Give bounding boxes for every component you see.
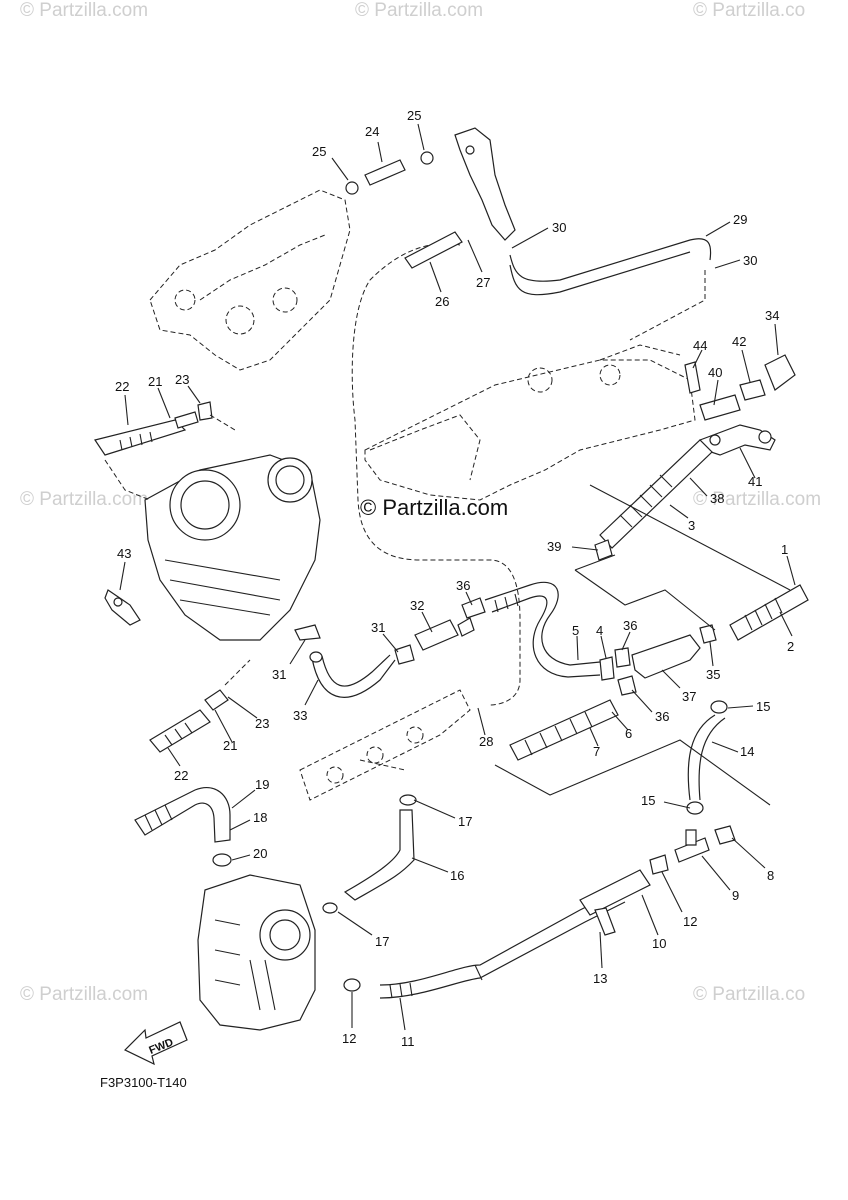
callout-label: 24: [365, 124, 379, 139]
callout-label: 8: [767, 868, 774, 883]
callout-label: 13: [593, 971, 607, 986]
callout-label: 17: [458, 814, 472, 829]
callout-label: 19: [255, 777, 269, 792]
watermark: © Partzilla.com: [20, 984, 148, 1005]
callout-label: 26: [435, 294, 449, 309]
watermark: © Partzilla.com: [355, 0, 483, 21]
callout-label: 2: [787, 639, 794, 654]
watermark: © Partzilla.co: [693, 984, 805, 1005]
callout-label: 9: [732, 888, 739, 903]
hose-6-7: [494, 699, 771, 806]
hose-3-38: [574, 439, 791, 631]
callout-label: 11: [401, 1034, 415, 1049]
callout-label: 22: [115, 379, 129, 394]
hose-5-4-37: [484, 581, 717, 696]
callout-label: 20: [253, 846, 267, 861]
hose-22-21-group-upper: [94, 401, 236, 501]
fwd-arrow-icon: FWD: [123, 1021, 188, 1066]
supercharger-housing: [144, 454, 321, 641]
callout-label: 40: [708, 365, 722, 380]
callout-label: 32: [410, 598, 424, 613]
callout-label: 30: [552, 220, 566, 235]
callout-label: 10: [652, 936, 666, 951]
watermark: © Partzilla.co: [693, 0, 805, 21]
callout-label: 34: [765, 308, 779, 323]
callouts: 24 25 25 30 29 30 27 26 34 44 42 40: [115, 108, 796, 1049]
hose-19-18: [134, 787, 232, 867]
callout-label: 43: [117, 546, 131, 561]
callout-label: 14: [740, 744, 754, 759]
callout-label: 31: [272, 667, 286, 682]
callout-label: 12: [342, 1031, 356, 1046]
watermark: © Partzilla.com: [20, 0, 148, 21]
callout-label: 42: [732, 334, 746, 349]
callout-label: 7: [593, 744, 600, 759]
callout-label: 5: [572, 623, 579, 638]
clip-43: [104, 589, 141, 626]
callout-label: 28: [479, 734, 493, 749]
callout-label: 30: [743, 253, 757, 268]
callout-label: 37: [682, 689, 696, 704]
breather-bracket: [454, 127, 516, 241]
callout-label: 27: [476, 275, 490, 290]
hose-22-21-group-lower: [149, 659, 251, 753]
callout-label: 15: [641, 793, 655, 808]
callout-label: 44: [693, 338, 707, 353]
watermarks: © Partzilla.com © Partzilla.com © Partzi…: [20, 0, 821, 1005]
callout-label: 36: [623, 618, 637, 633]
intake-plate: [299, 689, 471, 801]
drawing-code: F3P3100-T140: [100, 1075, 187, 1090]
tee-fitting-9: [649, 825, 736, 875]
hose-16: [322, 794, 417, 914]
exhaust-manifold: [149, 189, 351, 371]
hose-route-lines: [351, 231, 712, 706]
exhaust-pipe: [364, 344, 696, 501]
hose-11-13: [343, 869, 651, 999]
hose-1: [729, 584, 809, 641]
callout-label: 39: [547, 539, 561, 554]
bracket-40-41: [684, 354, 796, 456]
callout-label: 31: [371, 620, 385, 635]
watermark: © Partzilla.com: [693, 489, 821, 510]
callout-label: 23: [175, 372, 189, 387]
callout-label: 25: [407, 108, 421, 123]
callout-label: 25: [312, 144, 326, 159]
callout-label: 38: [710, 491, 724, 506]
callout-label: 16: [450, 868, 464, 883]
callout-label: 17: [375, 934, 389, 949]
callout-label: 1: [781, 542, 788, 557]
callout-label: 21: [148, 374, 162, 389]
brand-watermark: © Partzilla.com: [360, 495, 508, 520]
callout-label: 4: [596, 623, 603, 638]
hose-31-33: [294, 597, 486, 698]
callout-label: 33: [293, 708, 307, 723]
callout-label: 3: [688, 518, 695, 533]
callout-label: 29: [733, 212, 747, 227]
jet-pump-housing: [197, 874, 316, 1031]
callout-label: 35: [706, 667, 720, 682]
callout-label: 22: [174, 768, 188, 783]
callout-label: 15: [756, 699, 770, 714]
callout-label: 23: [255, 716, 269, 731]
callout-label: 36: [655, 709, 669, 724]
callout-label: 18: [253, 810, 267, 825]
callout-label: 12: [683, 914, 697, 929]
callout-label: 41: [748, 474, 762, 489]
callout-label: 21: [223, 738, 237, 753]
hose-14: [686, 700, 728, 815]
hose-24: [345, 151, 434, 195]
watermark: © Partzilla.com: [20, 489, 148, 510]
callout-label: 6: [625, 726, 632, 741]
callout-label: 36: [456, 578, 470, 593]
